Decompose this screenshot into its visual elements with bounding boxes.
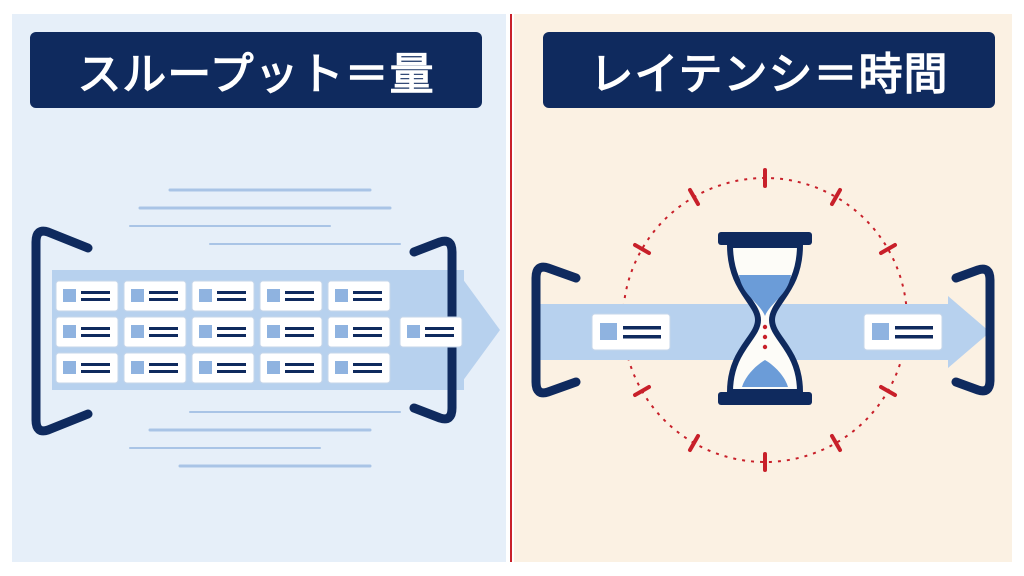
latency-right-bracket-icon [951, 264, 995, 396]
clock-ticks [633, 168, 897, 472]
packet-icon [123, 352, 187, 384]
latency-left-bracket-icon [531, 262, 581, 398]
packet-icon [259, 352, 323, 384]
packet-icon [863, 313, 943, 351]
throughput-left-bracket-icon [31, 226, 93, 436]
packet-icon [399, 316, 463, 348]
packet-icon [259, 316, 323, 348]
throughput-title: スループット＝量 [30, 32, 482, 108]
hourglass-icon [718, 232, 812, 405]
latency-title: レイテンシ＝時間 [543, 32, 995, 108]
packet-icon [55, 316, 119, 348]
packet-icon [191, 352, 255, 384]
packet-icon [123, 316, 187, 348]
throughput-speed-lines [129, 188, 401, 468]
packet-icon [55, 280, 119, 312]
packet-icon [191, 280, 255, 312]
packet-icon [259, 280, 323, 312]
packet-icon [591, 313, 671, 351]
center-divider [510, 14, 512, 562]
throughput-pipe [52, 270, 464, 390]
latency-flow-arrow-icon [948, 296, 990, 368]
packet-icon [55, 352, 119, 384]
throughput-flow-arrow-icon [462, 278, 500, 382]
packet-icon [123, 280, 187, 312]
packet-icon [327, 316, 391, 348]
packet-icon [327, 352, 391, 384]
packet-icon [327, 280, 391, 312]
packet-icon [191, 316, 255, 348]
